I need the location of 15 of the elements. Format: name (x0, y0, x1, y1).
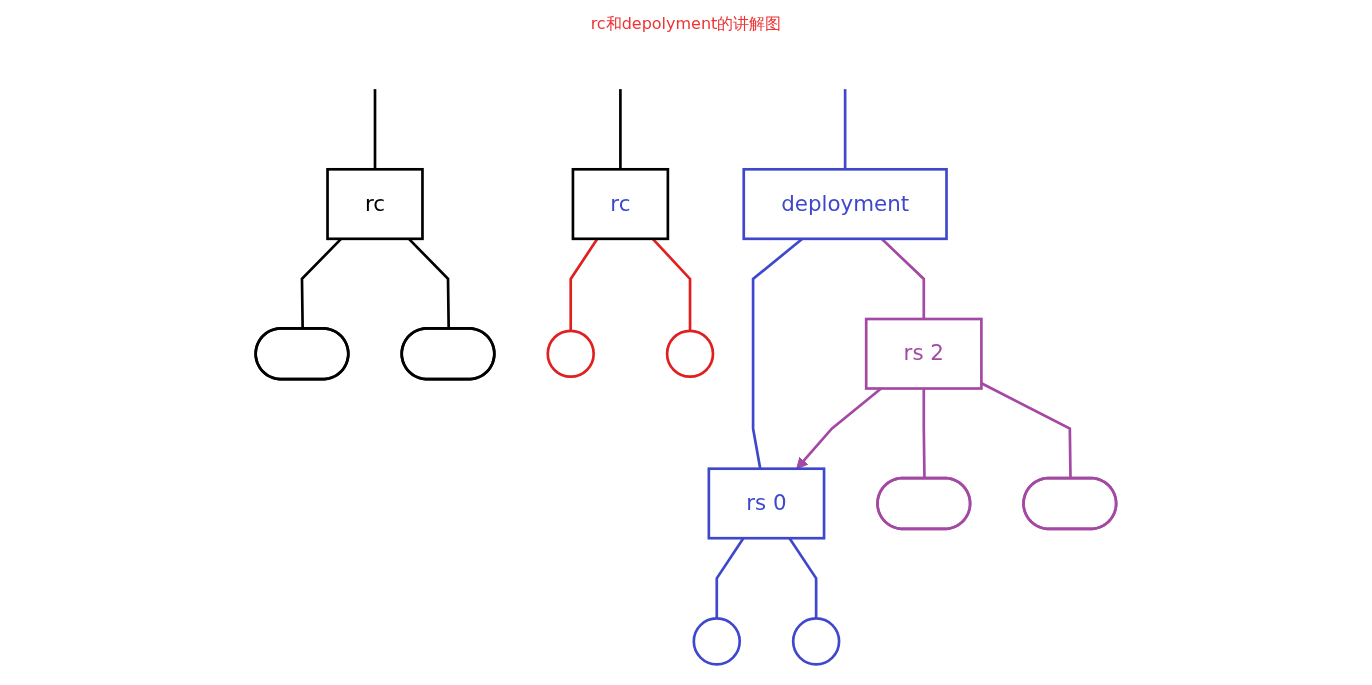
node-circle (546, 329, 596, 379)
node-circle (791, 617, 841, 666)
node-circle (665, 329, 715, 379)
connector (569, 238, 599, 331)
connector (843, 89, 847, 170)
node-box: rs 0 (707, 467, 826, 540)
node-box: rc (326, 167, 424, 241)
node-box: deployment (742, 167, 948, 241)
connector (619, 89, 622, 170)
node-box: rs 2 (864, 317, 983, 390)
diagram-title: rc和depolyment的讲解图 (590, 14, 782, 35)
connector (922, 388, 926, 479)
node-box: rc (571, 167, 670, 241)
node-circle (692, 617, 742, 666)
connector (373, 89, 377, 170)
